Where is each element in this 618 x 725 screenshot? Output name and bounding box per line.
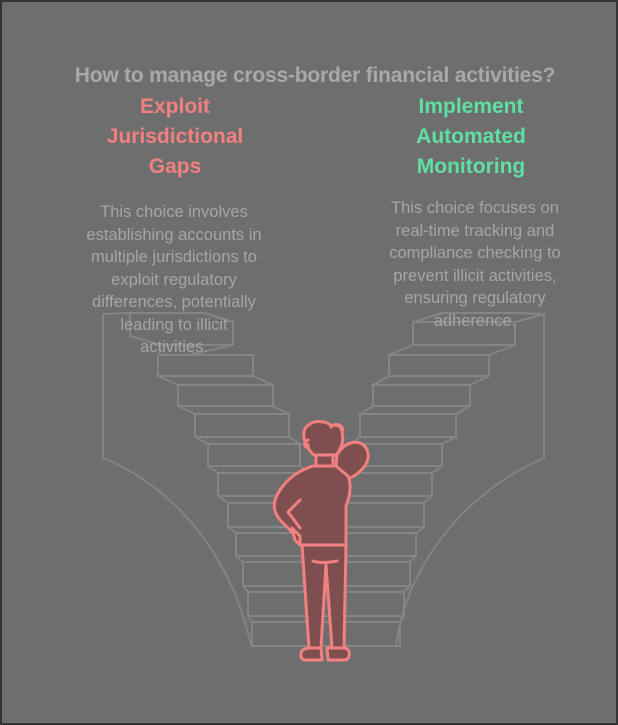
description-line: establishing accounts in <box>86 225 262 244</box>
description-line: multiple jurisdictions to <box>91 248 257 266</box>
right-staircase <box>329 312 545 647</box>
description-line: real-time tracking and <box>395 221 555 240</box>
description-line: differences, potentially <box>92 293 256 311</box>
page-title: How to manage cross-border financial act… <box>74 64 556 87</box>
description-line: compliance checking to <box>389 244 561 262</box>
option-right-title-line: Monitoring <box>416 155 526 178</box>
option-left-title-line: Exploit <box>139 95 210 118</box>
person-scratching-head-icon <box>272 420 370 662</box>
description-line: prevent illicit activities, <box>393 266 557 285</box>
option-left-description: This choice involves establishing accoun… <box>64 201 284 359</box>
option-left-title-line: Gaps <box>148 155 202 178</box>
description-line: leading to illicit <box>120 315 228 334</box>
description-line: exploit regulatory <box>111 270 237 289</box>
description-line: adherence. <box>433 311 517 330</box>
option-right-title-line: Automated <box>416 125 526 148</box>
description-line: This choice involves <box>100 203 248 221</box>
description-line: ensuring regulatory <box>404 289 546 307</box>
description-line: This choice focuses on <box>391 199 559 217</box>
option-right-title-line: Implement <box>418 95 524 118</box>
description-line: activities. <box>140 338 208 356</box>
option-right-title: Implement Automated Monitoring <box>366 92 576 182</box>
option-left-title-line: Jurisdictional <box>106 125 244 148</box>
option-right-description: This choice focuses on real-time trackin… <box>362 197 588 332</box>
option-left-title: Exploit Jurisdictional Gaps <box>70 92 280 182</box>
